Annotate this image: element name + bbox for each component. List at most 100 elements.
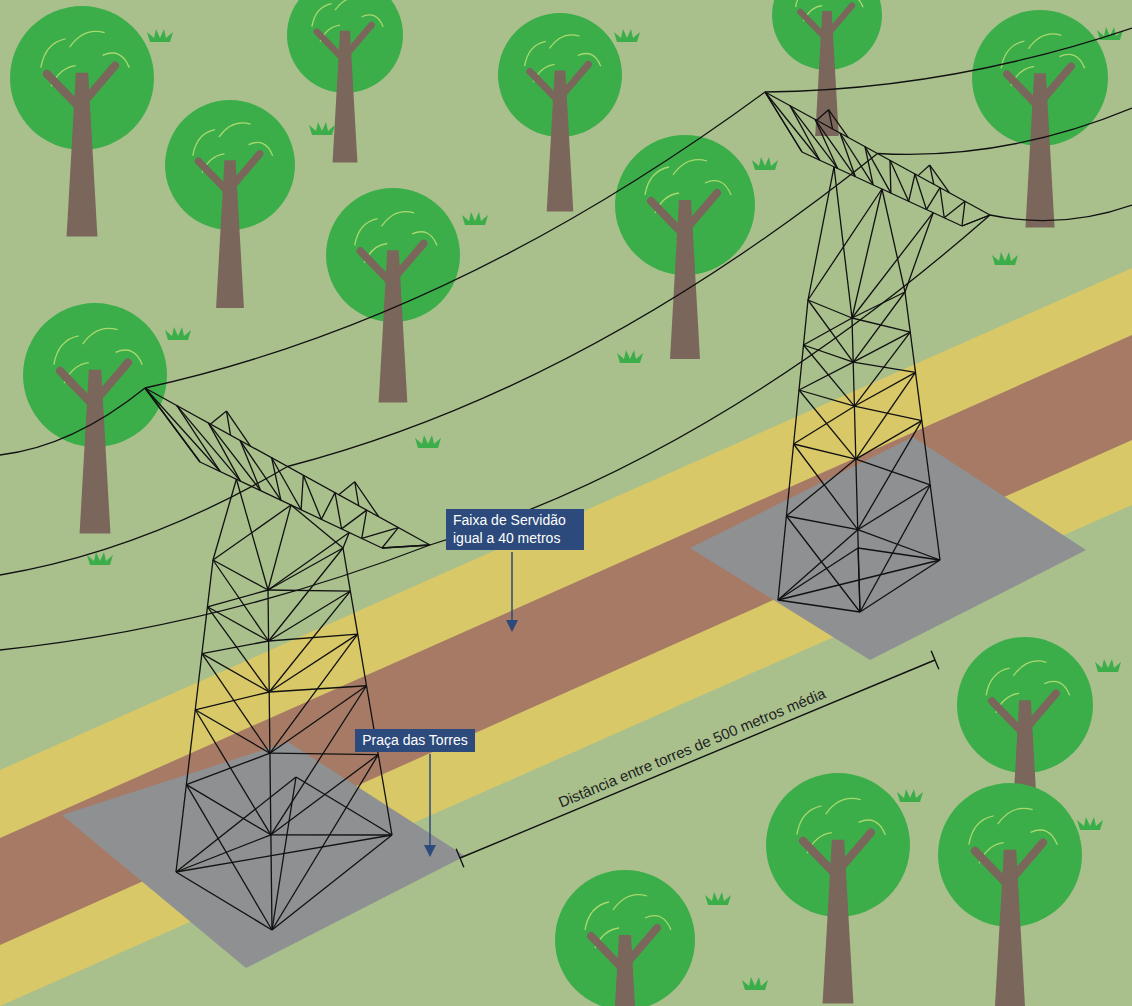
lattice-member xyxy=(790,106,820,161)
grass-tuft xyxy=(309,122,335,135)
grass-tuft xyxy=(462,212,488,225)
callout-text: Faixa de Servidão igual a 40 metros xyxy=(453,512,577,547)
grass-tuft xyxy=(897,789,923,802)
lattice-member xyxy=(267,590,269,641)
callout-box: Faixa de Servidão igual a 40 metros xyxy=(446,509,584,550)
lattice-member xyxy=(236,479,268,590)
lattice-member xyxy=(854,372,915,406)
lattice-member xyxy=(270,634,358,753)
lattice-member xyxy=(303,475,321,519)
lattice-member xyxy=(829,110,849,138)
canopy-detail xyxy=(986,668,1009,695)
lattice-member xyxy=(271,835,272,930)
lattice-member xyxy=(268,505,291,590)
lattice-member xyxy=(853,362,915,372)
grass-tuft xyxy=(614,29,640,42)
canopy-detail xyxy=(83,328,118,344)
lattice-member xyxy=(207,560,213,607)
tree-branch xyxy=(47,74,79,107)
lattice-member xyxy=(910,332,915,372)
tree-branch xyxy=(591,936,622,968)
lattice-member xyxy=(350,591,357,634)
tree-branch xyxy=(85,66,115,101)
tree-branch xyxy=(563,64,589,94)
lattice-member xyxy=(272,755,378,930)
lattice-member xyxy=(778,530,858,600)
lattice-member xyxy=(852,318,853,362)
canopy-detail xyxy=(70,31,105,47)
conductor-wire xyxy=(0,545,430,650)
lattice-member xyxy=(808,300,853,362)
grass-tuft xyxy=(165,327,191,340)
lattice-member xyxy=(227,411,231,435)
lattice-member xyxy=(186,785,271,835)
canopy-detail xyxy=(41,39,66,68)
lattice-member xyxy=(145,388,200,462)
lattice-member xyxy=(858,485,930,530)
dimension-tick xyxy=(931,651,939,669)
lattice-member xyxy=(335,493,342,529)
lattice-member xyxy=(794,406,855,444)
lattice-member xyxy=(301,475,303,510)
lattice-member xyxy=(786,516,860,612)
lattice-member xyxy=(272,777,296,930)
lattice-member xyxy=(291,505,343,548)
lattice-member xyxy=(269,548,343,641)
lattice-member xyxy=(358,634,367,686)
grass-tuft xyxy=(705,892,731,905)
lattice-member xyxy=(202,654,269,692)
lattice-member xyxy=(804,318,853,345)
conductor-wire xyxy=(878,108,1132,154)
callout-box: Praça das Torres xyxy=(355,729,475,753)
lattice-member xyxy=(296,777,392,835)
lattice-member xyxy=(271,686,367,835)
lattice-member xyxy=(270,686,367,753)
lattice-member xyxy=(145,388,220,472)
dimension-line xyxy=(460,660,935,858)
lattice-member xyxy=(834,167,852,318)
lattice-member xyxy=(916,372,922,420)
lattice-member xyxy=(765,92,820,160)
lattice-member xyxy=(177,405,221,471)
lattice-member xyxy=(860,485,930,612)
canopy-detail xyxy=(969,816,994,845)
grass-tuft xyxy=(1077,817,1103,830)
canopy-detail xyxy=(549,35,579,49)
lattice-member xyxy=(858,548,940,560)
lattice-member xyxy=(268,641,270,692)
lattice-member xyxy=(269,686,366,692)
tree xyxy=(165,100,295,308)
lattice-member xyxy=(213,560,269,641)
lattice-member xyxy=(270,753,378,754)
lattice-member xyxy=(858,548,860,612)
lattice-member xyxy=(339,482,355,495)
tree-branch xyxy=(803,841,835,874)
lattice-member xyxy=(186,753,270,784)
lattice-member xyxy=(195,710,271,835)
grass-tuft xyxy=(752,157,778,170)
tree-branch xyxy=(992,701,1022,732)
tree-branch xyxy=(688,193,717,227)
tree xyxy=(766,773,910,1003)
lattice-member xyxy=(962,215,990,226)
lattice-member xyxy=(856,372,916,459)
grass-tuft xyxy=(742,977,768,990)
canopy-detail xyxy=(312,4,332,27)
lattice-member xyxy=(202,607,208,654)
lattice-member xyxy=(269,591,351,641)
canopy-detail xyxy=(219,123,251,137)
lattice-member xyxy=(269,591,350,692)
lattice-member xyxy=(200,462,382,548)
lattice-member xyxy=(269,634,358,641)
tree xyxy=(10,6,154,236)
leader-arrowhead xyxy=(506,620,518,632)
lattice-member xyxy=(856,459,858,530)
lattice-member xyxy=(786,459,855,516)
tower-plaza xyxy=(690,437,1086,660)
easement-strip xyxy=(0,268,1132,1006)
tower-plaza xyxy=(62,742,465,968)
lattice-member xyxy=(145,388,430,545)
tree xyxy=(498,13,622,211)
tree-branch xyxy=(360,251,390,282)
